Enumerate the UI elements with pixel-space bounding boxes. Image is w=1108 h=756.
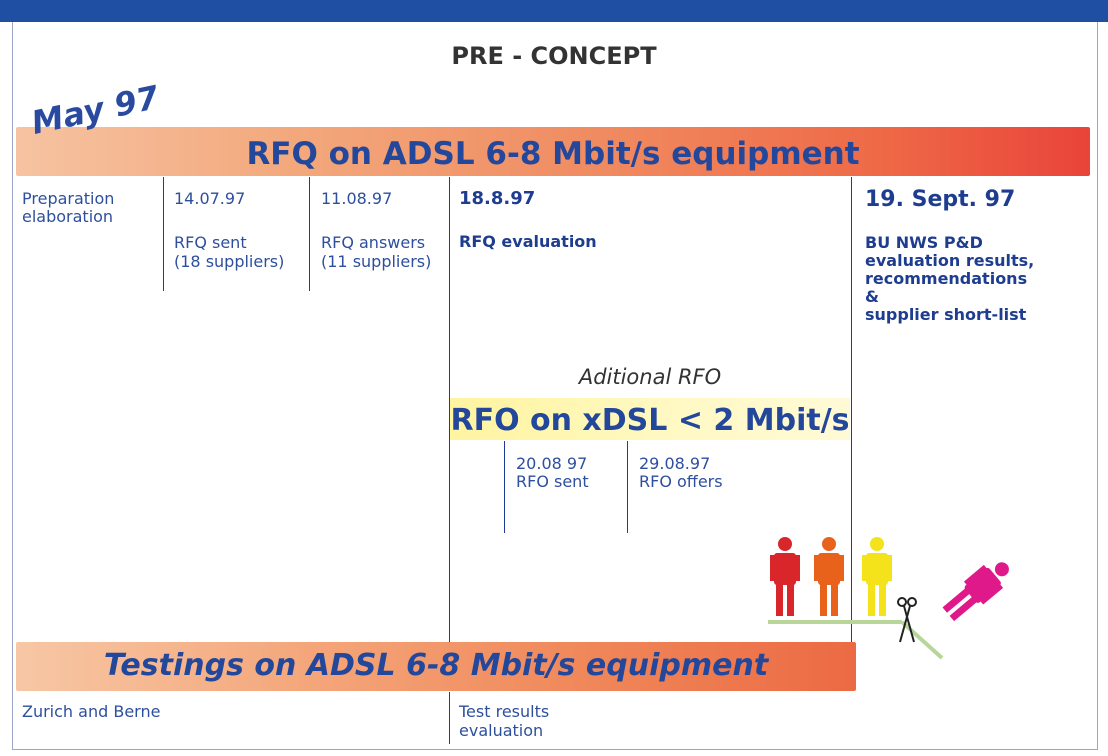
col5-line3: recommendations <box>865 269 1028 288</box>
rfo-b-label: RFO offers <box>639 472 723 491</box>
bottom-right-line2: evaluation <box>459 721 544 740</box>
bottom-right-line1: Test results <box>459 702 550 721</box>
rfo-a-date: 20.08 97 <box>516 454 588 473</box>
additional-rfo-label: Aditional RFO <box>578 365 722 389</box>
drop-line <box>900 620 944 660</box>
rfo-separator-2 <box>627 441 628 533</box>
rfo-b-date: 29.08.97 <box>639 454 711 473</box>
bottom-left-text: Zurich and Berne <box>22 702 161 721</box>
col2-line1: RFQ sent <box>174 233 247 252</box>
separator-bottom <box>449 692 450 744</box>
col2-date: 14.07.97 <box>174 189 246 208</box>
col1-line1: Preparation <box>22 189 115 208</box>
col2-line2: (18 suppliers) <box>174 252 285 271</box>
testing-band <box>16 642 856 691</box>
col5-line2: evaluation results, <box>865 251 1035 270</box>
col1-line2: elaboration <box>22 207 114 226</box>
rfo-band <box>450 398 850 440</box>
slide-title: PRE - CONCEPT <box>451 42 657 70</box>
col3-date: 11.08.97 <box>321 189 393 208</box>
separator-4 <box>851 177 852 643</box>
rfo-band-label: RFO on xDSL < 2 Mbit/s <box>450 403 850 438</box>
rfq-band-label: RFQ on ADSL 6-8 Mbit/s equipment <box>246 136 860 172</box>
person-falling-magenta-icon <box>942 562 1009 622</box>
col5-line4: & <box>865 287 879 306</box>
rfo-a-label: RFO sent <box>516 472 589 491</box>
scissors-icon <box>897 597 917 643</box>
col4-line1: RFQ evaluation <box>459 232 597 251</box>
person-red-icon <box>770 537 800 616</box>
separator-2 <box>309 177 310 291</box>
rfq-band <box>16 127 1090 176</box>
col3-line2: (11 suppliers) <box>321 252 432 271</box>
separator-3 <box>449 177 450 643</box>
slide-frame <box>12 22 1098 750</box>
col5-text: BU NWS P&D evaluation results, recommend… <box>865 234 1034 324</box>
testing-band-label: Testings on ADSL 6-8 Mbit/s equipment <box>103 648 769 683</box>
col5-line1: BU NWS P&D <box>865 233 983 252</box>
separator-1 <box>163 177 164 291</box>
col4-date: 18.8.97 <box>459 188 536 209</box>
col5-date: 19. Sept. 97 <box>865 187 1016 212</box>
rfo-separator-1 <box>504 441 505 533</box>
col5-line5: supplier short-list <box>865 305 1027 324</box>
person-yellow-icon <box>862 537 892 616</box>
person-orange-icon <box>814 537 844 616</box>
col3-line1: RFQ answers <box>321 233 426 252</box>
top-bar <box>0 0 1108 22</box>
supplier-selection-illustration <box>768 537 1009 660</box>
